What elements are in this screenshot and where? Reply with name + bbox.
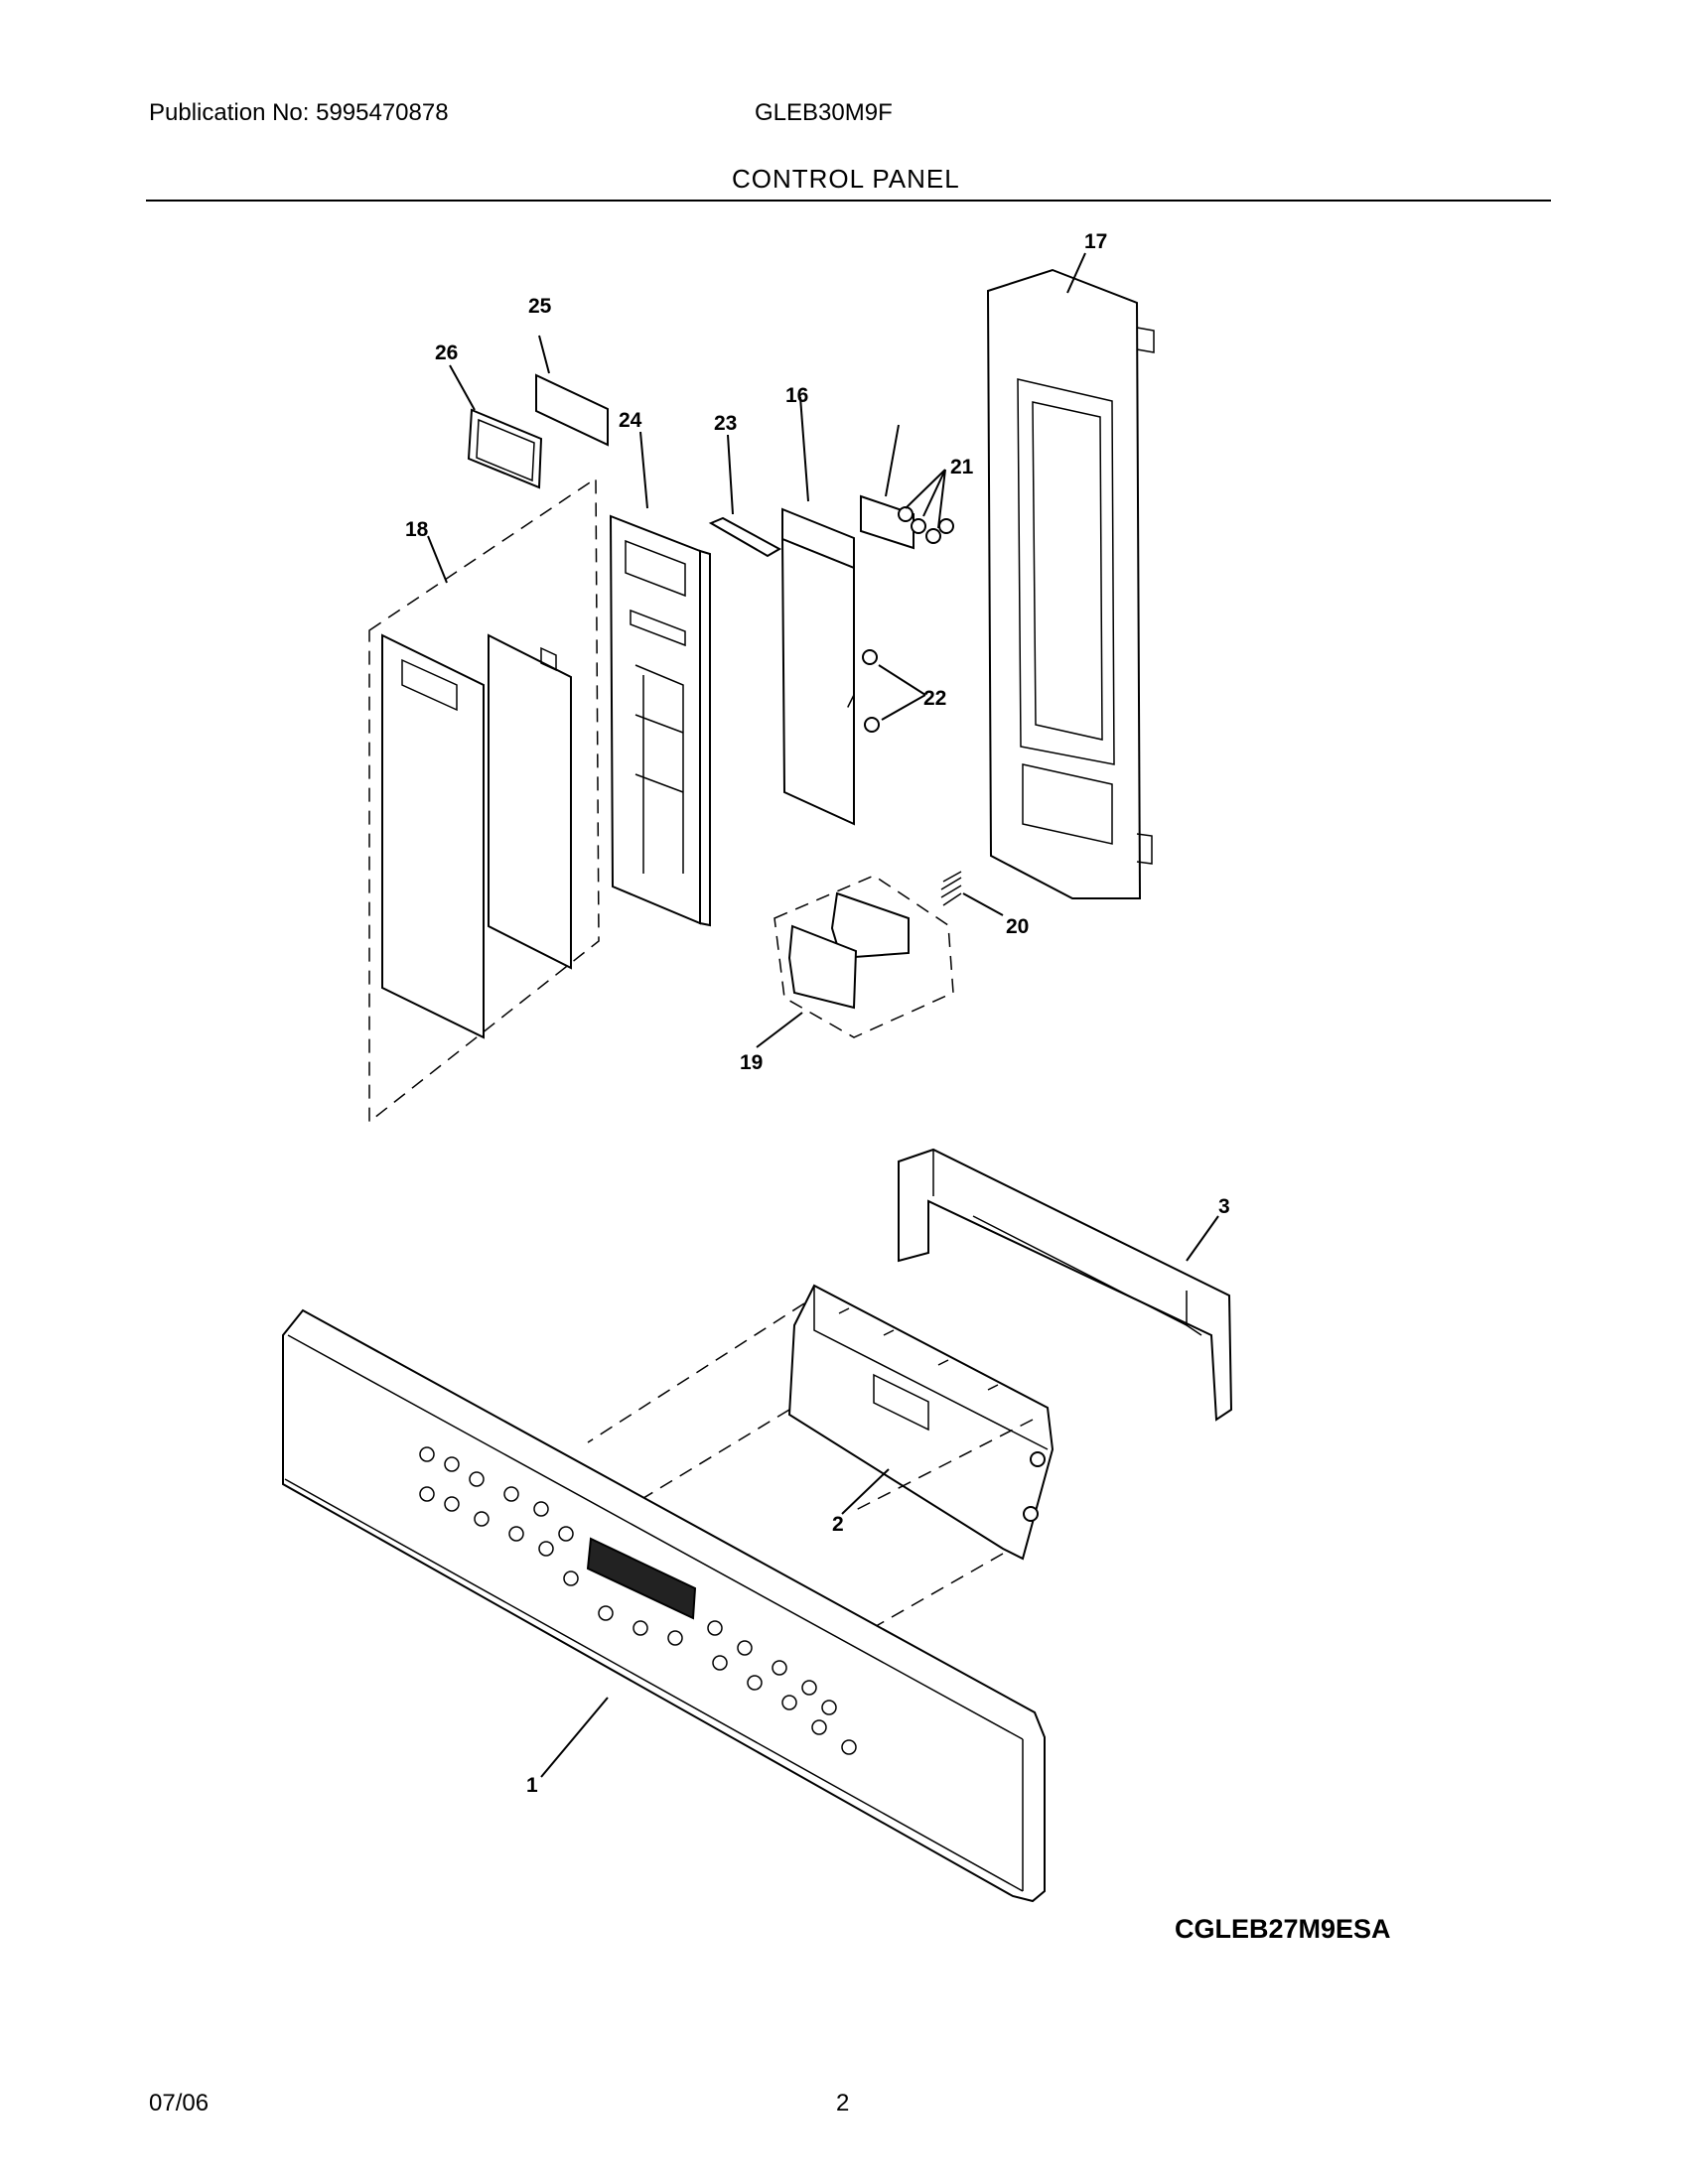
callout-20: 20 bbox=[1006, 915, 1029, 938]
callout-21-top: 21 bbox=[950, 456, 974, 478]
publication-number: Publication No: 5995470878 bbox=[149, 99, 449, 126]
callout-21-board: 22 bbox=[923, 687, 946, 710]
part-3-bracket bbox=[898, 1148, 1233, 1422]
callout-22: 23 bbox=[714, 412, 737, 435]
section-title: CONTROL PANEL bbox=[732, 164, 960, 194]
part-22-strip bbox=[708, 516, 782, 558]
callout-labels: 17 25 26 24 23 16 21 22 18 20 19 3 2 1 bbox=[405, 230, 1230, 1797]
callout-1: 1 bbox=[526, 1774, 538, 1797]
alignment-lines bbox=[587, 1302, 1034, 1634]
callout-19: 19 bbox=[740, 1051, 763, 1074]
header-rule bbox=[146, 200, 1551, 202]
model-number: GLEB30M9F bbox=[755, 99, 893, 126]
footer-date: 07/06 bbox=[149, 2090, 210, 2116]
part-2-control-board bbox=[787, 1284, 1055, 1561]
callout-17: 17 bbox=[1084, 230, 1107, 253]
callout-25: 26 bbox=[435, 341, 458, 364]
callout-3: 3 bbox=[1218, 1195, 1230, 1218]
part-18-group bbox=[368, 477, 600, 1124]
part-17-frame bbox=[986, 268, 1155, 899]
part-24 bbox=[535, 373, 609, 447]
part-1-console-panel bbox=[282, 1308, 1046, 1903]
page-number: 2 bbox=[836, 2090, 850, 2116]
callout-18: 18 bbox=[405, 518, 429, 541]
callout-23: 24 bbox=[619, 409, 642, 432]
part-26-bracket bbox=[860, 494, 954, 733]
callout-24: 25 bbox=[528, 295, 552, 318]
part-19-group bbox=[774, 875, 954, 1038]
part-25 bbox=[467, 408, 543, 489]
callout-16: 16 bbox=[785, 384, 808, 407]
leader-lines bbox=[427, 252, 1219, 1778]
callout-2: 2 bbox=[832, 1513, 844, 1536]
part-16-board bbox=[780, 507, 855, 826]
part-20-spring bbox=[940, 871, 962, 906]
part-23-bracket bbox=[609, 514, 711, 927]
variant-model-label: CGLEB27M9ESA bbox=[1175, 1914, 1391, 1944]
